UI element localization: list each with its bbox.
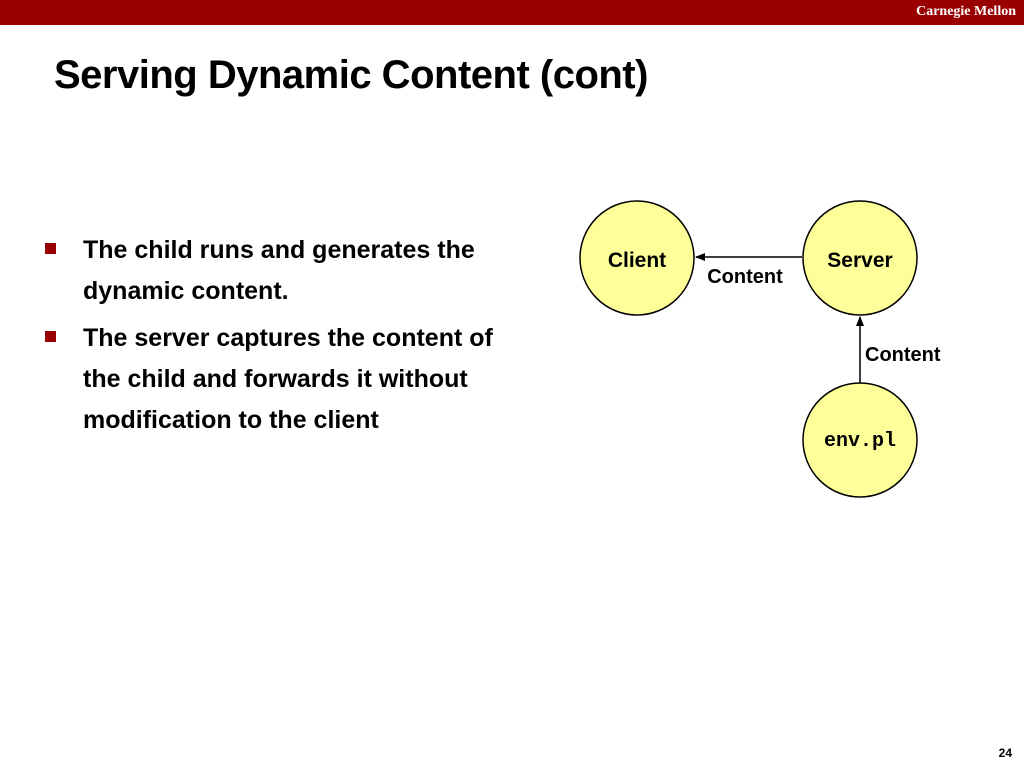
- script-label: env.pl: [824, 430, 896, 453]
- bullet-item: The child runs and generates the dynamic…: [44, 230, 514, 312]
- brand-name: Carnegie Mellon: [916, 4, 1016, 19]
- header-bar: Carnegie Mellon: [0, 0, 1024, 25]
- edge-label-script-to-server: Content: [865, 344, 941, 366]
- client-node: [579, 200, 695, 316]
- edge-label-server-to-client: Content: [707, 266, 783, 288]
- bullet-item: The server captures the content of the c…: [44, 318, 514, 441]
- bullet-text: The child runs and generates the dynamic…: [83, 236, 475, 305]
- bullet-list: The child runs and generates the dynamic…: [44, 230, 514, 447]
- client-label: Client: [608, 249, 666, 272]
- square-bullet-icon: [45, 243, 56, 254]
- flow-diagram: Client Server env.pl Content Content: [579, 200, 941, 498]
- script-node: [802, 382, 918, 498]
- server-node: [802, 200, 918, 316]
- page-number: 24: [998, 746, 1012, 760]
- bullet-text: The server captures the content of the c…: [83, 324, 493, 434]
- square-bullet-icon: [45, 331, 56, 342]
- server-label: Server: [827, 249, 892, 272]
- slide-title: Serving Dynamic Content (cont): [54, 53, 648, 97]
